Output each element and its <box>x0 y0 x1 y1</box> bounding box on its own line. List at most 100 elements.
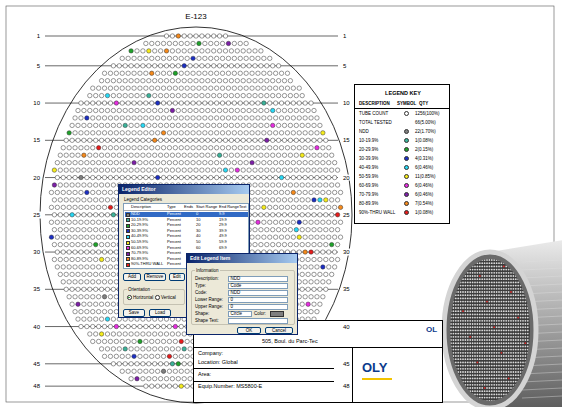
tube-hole <box>111 272 115 276</box>
face-tube <box>465 262 467 264</box>
tube-hole <box>138 131 142 135</box>
tube-hole <box>265 213 269 217</box>
tube-hole <box>200 108 204 112</box>
tube-hole <box>212 108 216 112</box>
tube-hole <box>85 146 89 150</box>
tube-hole <box>285 190 289 194</box>
tube-hole <box>88 108 92 112</box>
tube-hole <box>153 347 157 351</box>
tube-hole <box>288 198 292 202</box>
tube-hole <box>164 108 168 112</box>
tube-hole <box>141 153 145 157</box>
tube-hole <box>79 220 83 224</box>
tube-hole <box>105 168 109 172</box>
tube-hole <box>88 317 92 321</box>
tube-hole <box>312 228 316 232</box>
tube-hole <box>303 265 307 269</box>
tube-hole <box>217 79 221 83</box>
tube-hole <box>185 41 189 45</box>
tube-hole <box>276 108 280 112</box>
tube-hole <box>253 79 257 83</box>
tube-hole <box>58 242 62 246</box>
tube-hole <box>99 257 103 261</box>
tube-hole <box>309 280 313 284</box>
face-tube <box>467 259 469 261</box>
tube-hole <box>150 369 154 373</box>
tube-hole <box>300 123 304 127</box>
tube-hole <box>102 146 106 150</box>
tube-hole <box>315 175 319 179</box>
tube-hole <box>223 108 227 112</box>
tube-hole <box>158 79 162 83</box>
tube-hole <box>153 93 157 97</box>
tube-hole <box>256 131 260 135</box>
tube-hole <box>182 123 186 127</box>
tube-hole <box>164 79 168 83</box>
tube-hole <box>179 146 183 150</box>
face-tube <box>474 262 476 264</box>
tube-hole <box>335 257 339 261</box>
tube-hole <box>200 168 204 172</box>
tube-hole <box>61 190 65 194</box>
tube-hole <box>273 190 277 194</box>
tube-hole <box>214 116 218 120</box>
tube-hole <box>312 242 316 246</box>
tube-hole <box>300 228 304 232</box>
tube-hole <box>73 205 77 209</box>
tube-hole <box>318 257 322 261</box>
tube-hole <box>182 34 186 38</box>
tube-hole <box>123 64 127 68</box>
tube-hole <box>300 287 304 291</box>
tube-hole <box>244 160 248 164</box>
tube-hole <box>73 250 77 254</box>
tube-hole <box>88 242 92 246</box>
tube-hole <box>244 131 248 135</box>
tube-hole <box>229 64 233 68</box>
tube-hole <box>271 79 275 83</box>
tube-hole <box>232 116 236 120</box>
tube-hole <box>138 71 142 75</box>
tube-hole <box>164 49 168 53</box>
face-tube <box>457 262 459 264</box>
tube-hole <box>99 332 103 336</box>
tube-hole <box>108 86 112 90</box>
tube-hole <box>232 160 236 164</box>
tube-hole <box>306 123 310 127</box>
tube-hole <box>259 79 263 83</box>
tube-hole <box>220 146 224 150</box>
tube-hole <box>96 220 100 224</box>
tube-hole <box>303 220 307 224</box>
tube-hole <box>279 146 283 150</box>
tube-hole <box>105 123 109 127</box>
tube-hole <box>188 49 192 53</box>
tube-hole <box>209 160 213 164</box>
tube-hole <box>52 168 56 172</box>
tube-hole <box>102 101 106 105</box>
tube-hole <box>144 339 148 343</box>
tube-hole <box>170 123 174 127</box>
tube-hole <box>179 86 183 90</box>
tube-hole <box>291 235 295 239</box>
tube-hole <box>111 362 115 366</box>
tube-hole <box>285 205 289 209</box>
tube-hole <box>147 347 151 351</box>
tube-hole <box>271 93 275 97</box>
tube-hole <box>135 153 139 157</box>
tube-hole <box>135 377 139 381</box>
tube-hole <box>179 175 183 179</box>
tube-hole <box>297 116 301 120</box>
tube-hole <box>327 220 331 224</box>
tube-hole <box>167 71 171 75</box>
tube-hole <box>67 131 71 135</box>
tube-hole <box>303 146 307 150</box>
tube-hole <box>194 79 198 83</box>
tube-hole <box>76 198 80 202</box>
tube-hole <box>82 198 86 202</box>
face-tube <box>498 259 500 261</box>
tube-hole <box>271 123 275 127</box>
tube-hole <box>212 138 216 142</box>
tube-hole <box>306 272 310 276</box>
tube-hole <box>318 198 322 202</box>
tube-hole <box>155 369 159 373</box>
tube-hole <box>82 257 86 261</box>
